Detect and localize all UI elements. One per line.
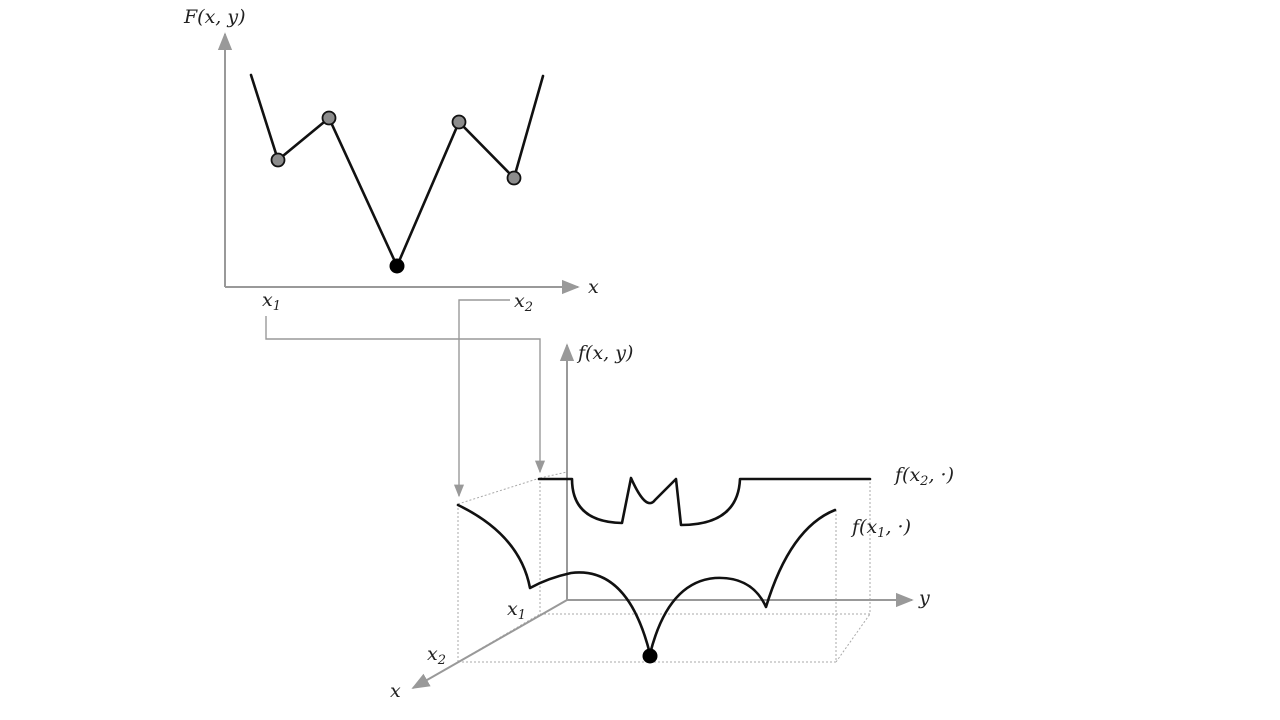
f-x2-slice-curve	[537, 476, 872, 527]
guide-arrows	[265, 299, 546, 498]
bottom-plot: f(x, y) y x x1 x2 f(x2, ·) f(x1, ·)	[390, 342, 954, 702]
x1-guide-arrow	[265, 316, 546, 474]
x2-guide-arrow	[453, 299, 510, 498]
x-axis	[411, 599, 568, 689]
bottom-x1-label: x1	[507, 598, 526, 623]
x-axis-label: x	[390, 680, 401, 702]
top-x1-label: x1	[262, 289, 281, 314]
F-curve	[249, 73, 545, 268]
top-plot: F(x, y) x x1 x2	[183, 6, 599, 315]
bottom-x2-label: x2	[427, 643, 446, 668]
top-x-axis-label: x	[588, 276, 599, 298]
global-min-marker	[389, 258, 405, 274]
f-x1-slice-curve	[456, 503, 837, 656]
local-min-marker	[270, 152, 286, 168]
y-axis-label: y	[918, 587, 930, 609]
f-x2-curve-label: f(x2, ·)	[893, 464, 954, 489]
slice-frame	[457, 471, 871, 663]
local-max-marker	[451, 114, 467, 130]
z-axis-label: f(x, y)	[576, 342, 633, 364]
local-max-marker	[321, 110, 337, 126]
f-x1-curve-label: f(x1, ·)	[850, 516, 911, 541]
global-min-marker-3d	[642, 648, 658, 664]
top-x2-label: x2	[514, 290, 533, 315]
local-min-marker	[506, 170, 522, 186]
top-y-axis-label: F(x, y)	[183, 6, 246, 28]
